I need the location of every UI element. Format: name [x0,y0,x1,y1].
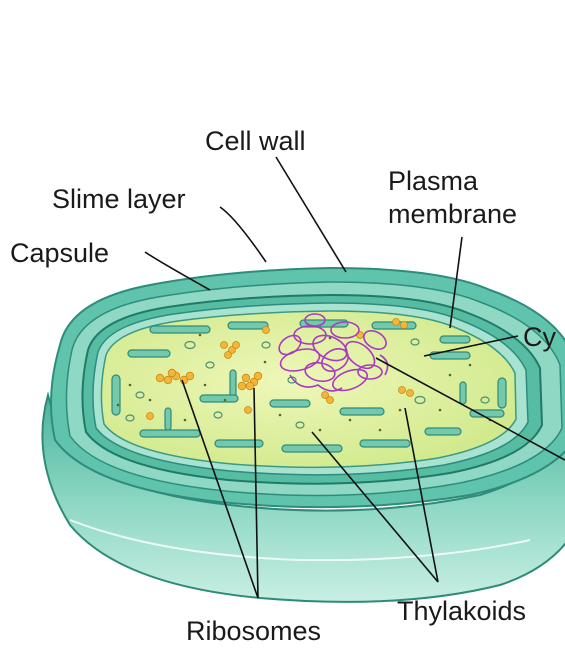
label-cell-wall: Cell wall [205,126,306,156]
label-capsule: Capsule [10,238,109,268]
label-thylakoids: Thylakoids [397,596,526,626]
label-cytoplasm-partial: Cy [523,322,556,352]
label-plasma-membrane-line1: Plasma [388,166,479,196]
label-slime-layer: Slime layer [52,184,186,214]
label-plasma-membrane-line2: membrane [388,199,517,229]
cytoplasm-area [101,311,516,467]
label-ribosomes: Ribosomes [186,616,321,646]
